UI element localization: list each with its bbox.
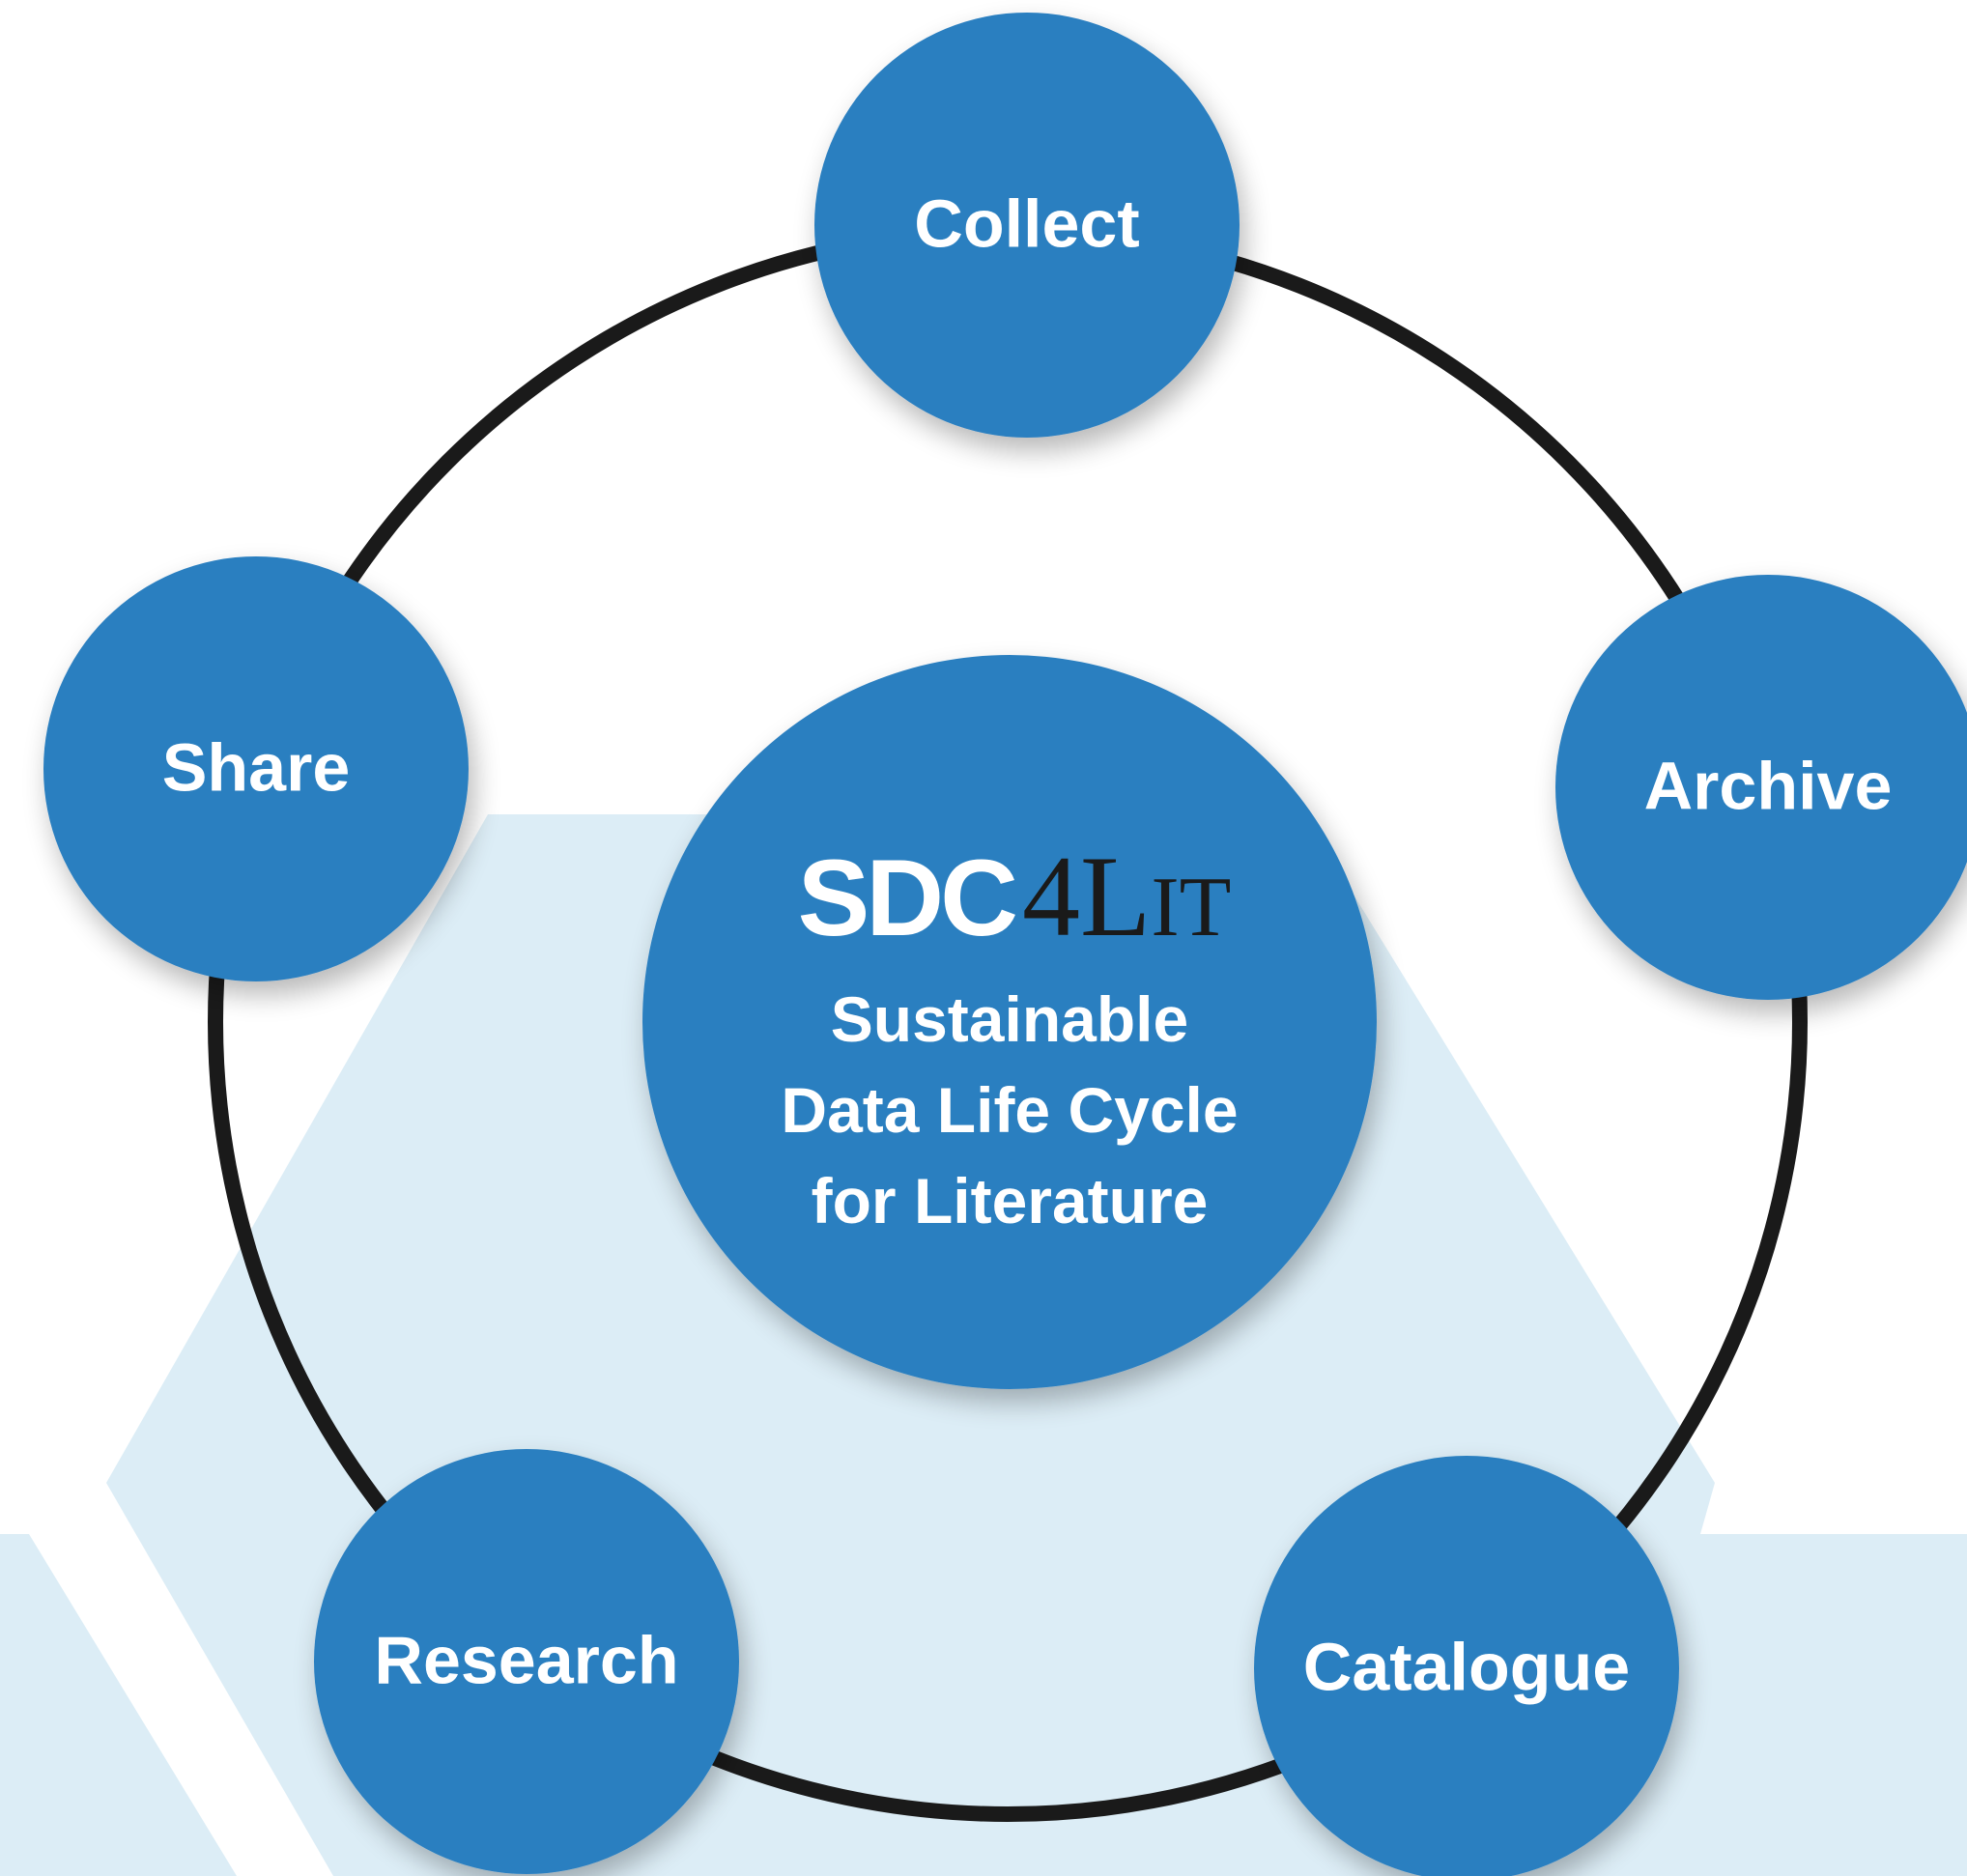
node-archive[interactable]: Archive [1555, 575, 1967, 1000]
logo-four: 4 [1022, 832, 1080, 960]
center-circle [642, 655, 1377, 1389]
node-share-label: Share [162, 729, 351, 805]
node-research-label: Research [374, 1622, 678, 1697]
logo-it: IT [1151, 861, 1231, 954]
subtitle-line-1: Sustainable [831, 983, 1188, 1055]
node-share[interactable]: Share [43, 556, 469, 981]
node-share-circle [43, 556, 469, 981]
center-subtitle: Sustainable Data Life Cycle for Literatu… [781, 983, 1238, 1236]
center-logo: SDC4LIT [798, 832, 1232, 960]
logo-sdc: SDC [798, 838, 1016, 958]
node-collect-circle [814, 13, 1240, 438]
node-collect[interactable]: Collect [814, 13, 1240, 438]
node-collect-label: Collect [914, 185, 1139, 261]
node-catalogue-circle [1254, 1456, 1679, 1876]
node-research[interactable]: Research [314, 1449, 739, 1874]
node-archive-circle [1555, 575, 1967, 1000]
subtitle-line-3: for Literature [812, 1165, 1209, 1236]
background-band-left [0, 1534, 237, 1876]
node-catalogue-label: Catalogue [1303, 1629, 1630, 1704]
center-hub [642, 655, 1377, 1389]
logo-wordmark: SDC4LIT [798, 832, 1232, 960]
logo-l: L [1080, 832, 1151, 960]
node-catalogue[interactable]: Catalogue [1254, 1456, 1679, 1876]
subtitle-line-2: Data Life Cycle [781, 1074, 1238, 1146]
node-research-circle [314, 1449, 739, 1874]
node-archive-label: Archive [1644, 748, 1893, 823]
